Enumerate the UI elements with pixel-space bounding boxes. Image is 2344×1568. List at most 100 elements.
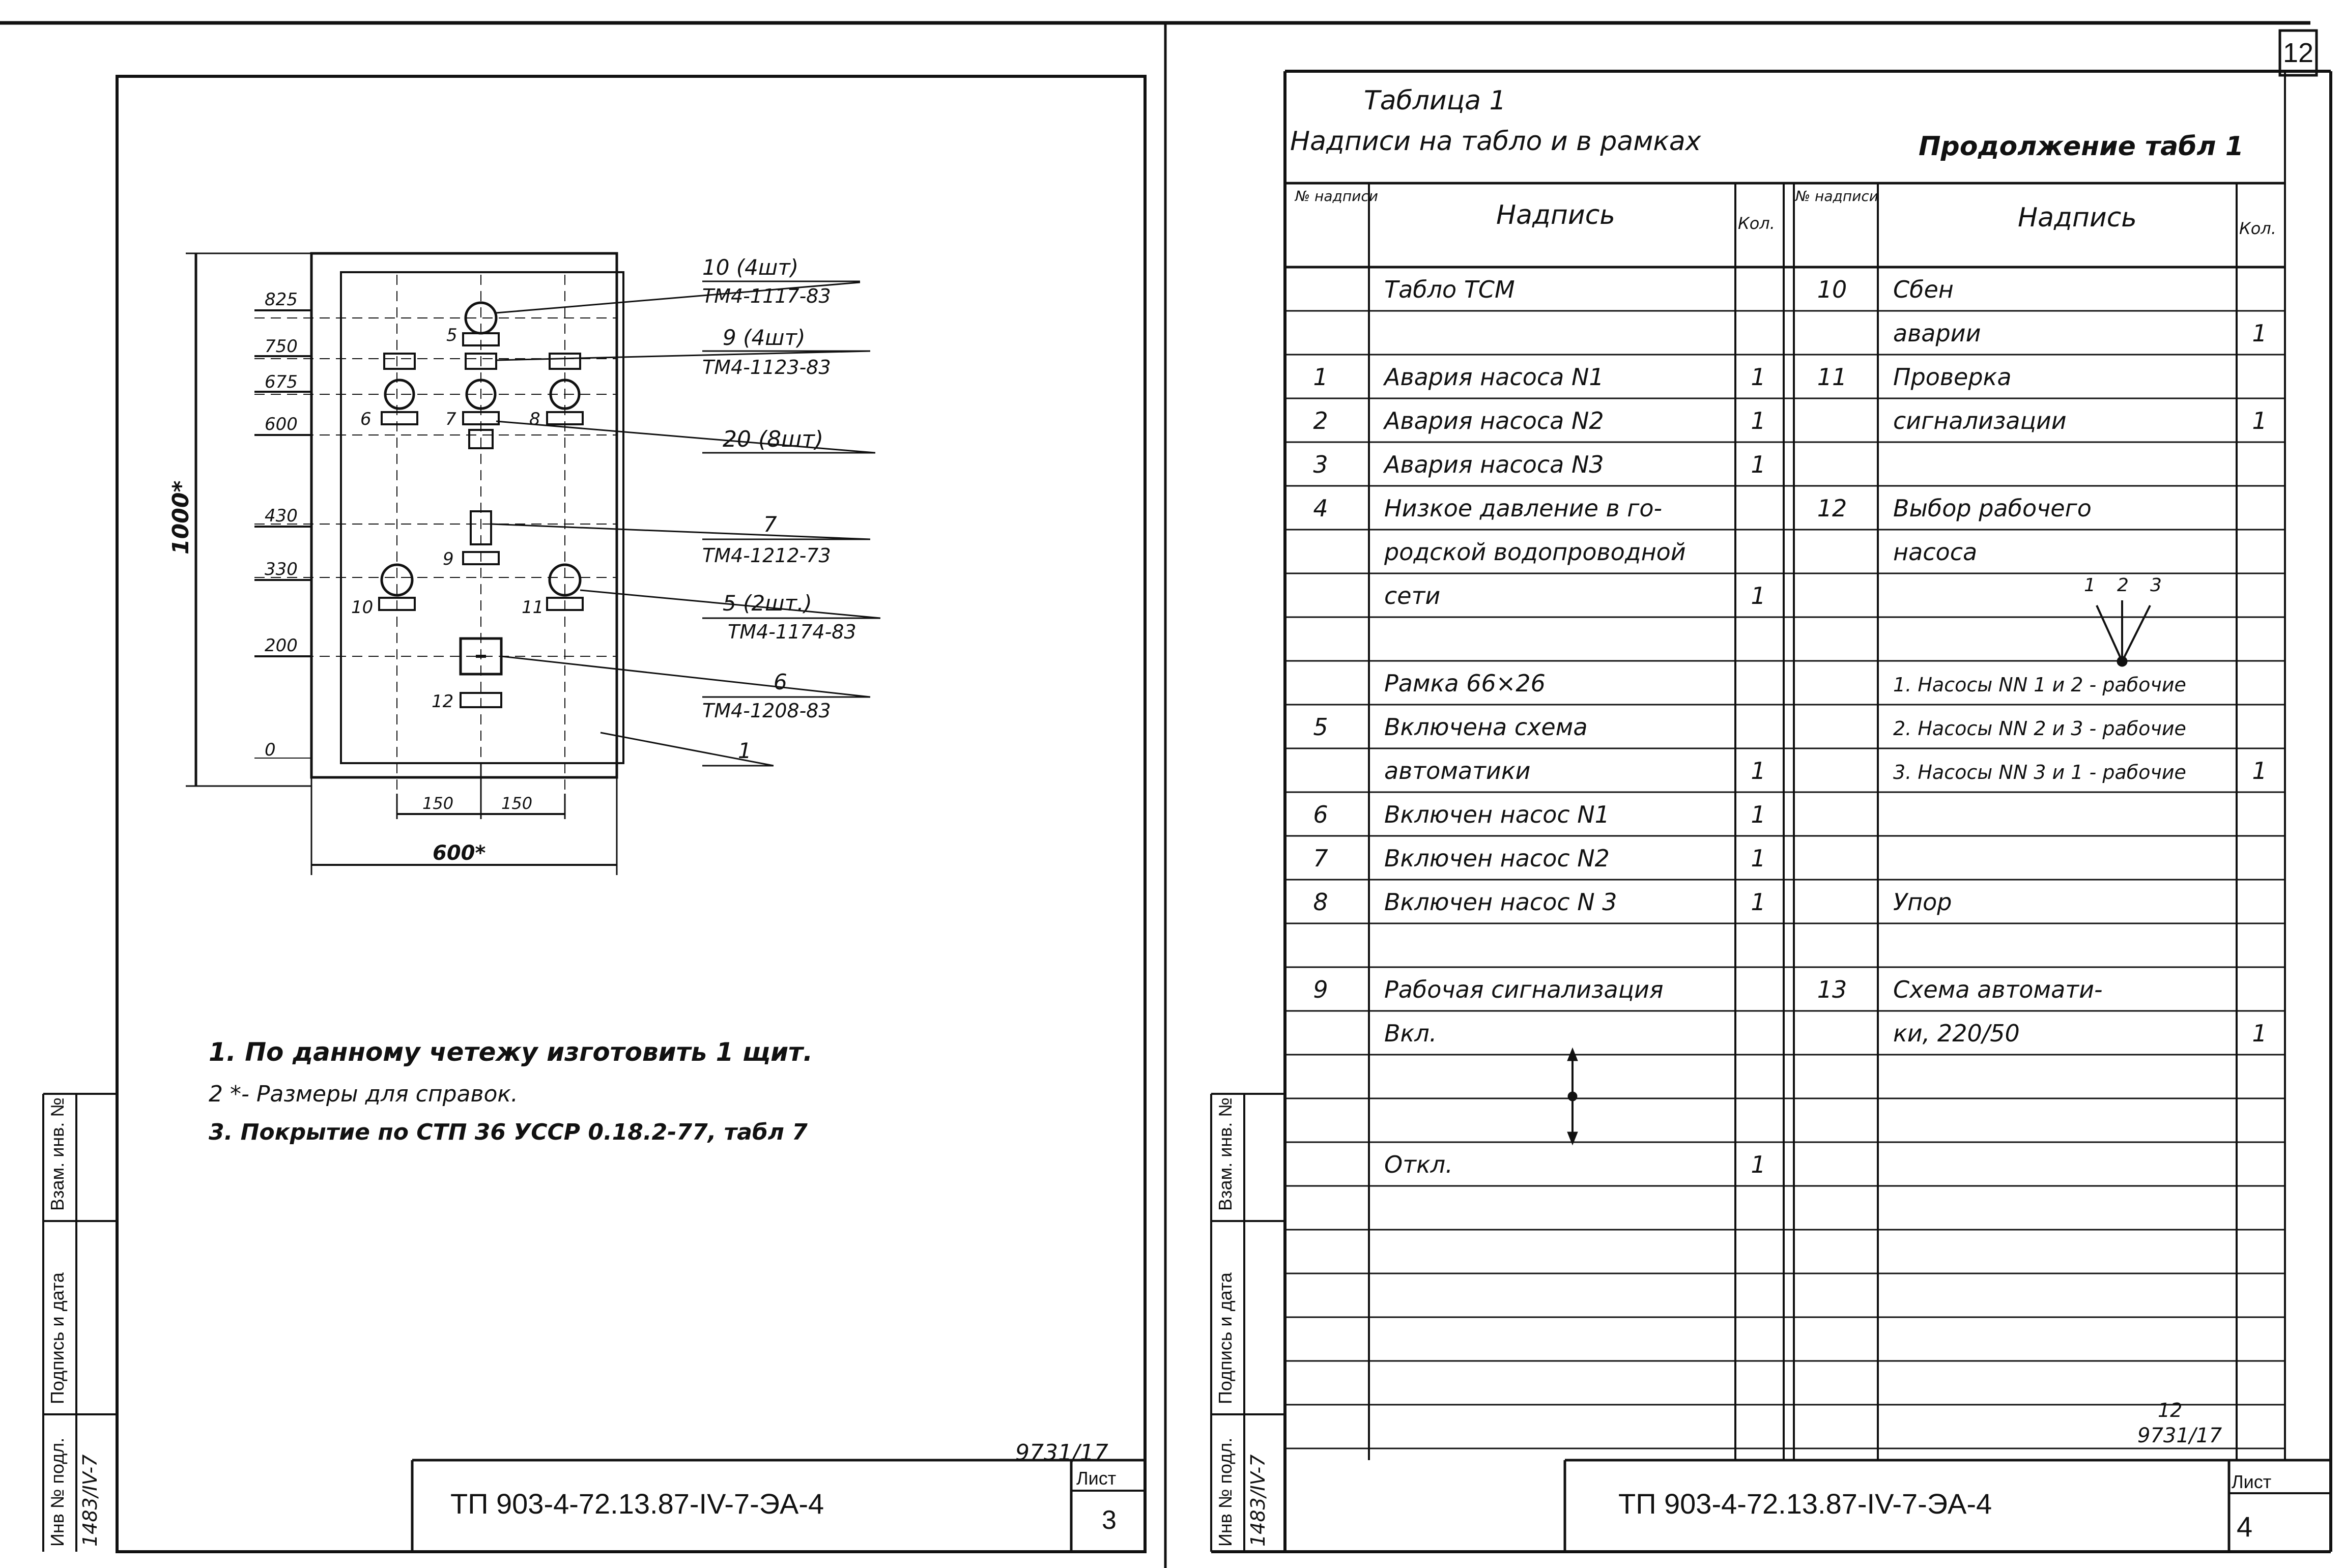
callout-bottom: ТМ4-1212-73: [702, 544, 831, 567]
level-label: 0: [265, 740, 276, 760]
sheet3-drawing-code: ТП 903-4-72.13.87-IV-7-ЭА-4: [450, 1488, 824, 1520]
table-continuation: Продолжение табл 1: [1919, 131, 2244, 162]
header-num-left: № надписи: [1294, 188, 1378, 205]
note-line: 2 *- Размеры для справок.: [209, 1081, 518, 1107]
row-quantity: 1: [1751, 451, 1765, 478]
level-label: 600: [265, 414, 298, 434]
sheet-3: Взам. инв. № Подпись и дата Инв № подл. …: [42, 75, 1147, 1553]
row-quantity: 1: [1751, 845, 1765, 872]
level-label: 200: [265, 635, 298, 656]
row-text: Авария насоса N2: [1383, 407, 1604, 434]
row-text: Авария насоса N3: [1383, 451, 1604, 478]
sheet4-archive-number: 9731/17: [2137, 1424, 2222, 1447]
width-dimension: 600*: [433, 841, 485, 865]
sheet4-title-block: 12 9731/17 ТП 903-4-72.13.87-IV-7-ЭА-4 Л…: [1563, 1399, 2331, 1552]
note-line: 3. Покрытие по СТП 36 УССР 0.18.2-77, та…: [209, 1119, 808, 1145]
selector-position: 2: [2117, 575, 2129, 596]
sheet4-side-stamp: Взам. инв. № Подпись и дата Инв № подл. …: [1210, 1093, 1285, 1552]
item-number: 6: [360, 409, 371, 429]
row-text: Включена схема: [1384, 713, 1588, 741]
item-number: 10: [351, 597, 373, 618]
row-text: Рамка 66×26: [1384, 670, 1546, 697]
selector-position: 1: [2084, 575, 2096, 596]
row-number: 11: [1817, 363, 1847, 391]
sheet3-sheet-number: 3: [1102, 1505, 1117, 1535]
row-text: 3. Насосы NN 3 и 1 - рабочие: [1893, 761, 2186, 783]
sheet3-side-stamp: Взам. инв. № Подпись и дата Инв № подл. …: [42, 1093, 117, 1552]
sheet3-inv-label: Инв № подл.: [47, 1438, 68, 1547]
item-number: 12: [432, 691, 453, 712]
row-number: 4: [1313, 495, 1328, 522]
sheet3-sign-label: Подпись и дата: [47, 1272, 68, 1404]
callout-top: 1: [738, 738, 752, 763]
header-text-left: Надпись: [1496, 200, 1615, 230]
row-quantity: 1: [2252, 1020, 2267, 1047]
panel-inner-outline: [340, 271, 624, 764]
sheet3-archive-number: 9731/17: [1015, 1440, 1108, 1466]
row-text: Авария насоса N1: [1383, 363, 1604, 391]
row-text: 2. Насосы NN 2 и 3 - рабочие: [1893, 717, 2186, 740]
row-number: 9: [1313, 976, 1328, 1003]
row-quantity: 1: [2252, 320, 2267, 347]
row-number: 3: [1313, 451, 1328, 478]
row-text: Включен насос N1: [1384, 801, 1610, 828]
table-caption: Надписи на табло и в рамках: [1290, 126, 1702, 157]
panel-drawing: [186, 252, 881, 875]
level-label: 675: [265, 372, 298, 392]
row-text: Включен насос N 3: [1384, 888, 1617, 916]
level-label: 750: [265, 336, 298, 357]
row-text: автоматики: [1384, 757, 1531, 785]
header-qty-left: Кол.: [1738, 214, 1775, 233]
row-text: насоса: [1893, 538, 1977, 566]
row-quantity: 1: [1751, 801, 1765, 828]
switch-arrow-sketch: [1567, 1047, 1578, 1146]
item-number: 8: [529, 409, 540, 429]
row-text: родской водопроводной: [1384, 538, 1686, 566]
row-quantity: 1: [1751, 582, 1765, 609]
level-labels: 825 750 675 600 430 330 200 0: [265, 289, 298, 760]
row-text: сети: [1384, 582, 1440, 609]
level-label: 430: [265, 506, 298, 526]
row-number: 12: [1817, 495, 1847, 522]
row-quantity: 1: [1751, 757, 1765, 785]
callout-bottom: ТМ4-1123-83: [702, 356, 831, 379]
row-text: Выбор рабочего: [1893, 495, 2092, 522]
item-number: 9: [443, 549, 454, 569]
note-line: 1. По данному четежу изготовить 1 щит.: [209, 1037, 813, 1067]
callout-top: 20 (8шт): [723, 426, 823, 452]
callout-top: 9 (4шт): [723, 325, 805, 350]
item-number: 7: [445, 409, 456, 429]
sheet3-title-block: 9731/17 ТП 903-4-72.13.87-IV-7-ЭА-4 Лист…: [411, 1440, 1145, 1552]
row-text: Упор: [1893, 888, 1952, 916]
row-quantity: 1: [2252, 407, 2267, 434]
callout-top: 7: [763, 512, 777, 537]
sheet4-drawing-code: ТП 903-4-72.13.87-IV-7-ЭА-4: [1618, 1488, 1992, 1520]
sheet4-inv-label: Инв № подл.: [1215, 1438, 1236, 1547]
sheet4-vzam-label: Взам. инв. №: [1215, 1097, 1236, 1211]
callout-top: 5 (2шт.): [723, 591, 812, 616]
row-text: аварии: [1893, 320, 1981, 347]
row-quantity: 1: [1751, 1151, 1765, 1178]
page-corner-number: 12: [2283, 38, 2313, 68]
row-number: 10: [1817, 276, 1847, 303]
header-text-right: Надпись: [2018, 202, 2137, 233]
row-text: Рабочая сигнализация: [1384, 976, 1664, 1003]
row-number: 1: [1313, 363, 1328, 391]
callout-bottom: ТМ4-1208-83: [702, 700, 831, 722]
item-number: 11: [522, 597, 544, 618]
panel-outline: [310, 252, 618, 779]
row-number: 5: [1313, 713, 1328, 741]
row-text: Включен насос N2: [1384, 845, 1610, 872]
sheet4-sheet-label: Лист: [2232, 1471, 2271, 1492]
row-text: Проверка: [1893, 363, 2012, 391]
callout-bottom: ТМ4-1117-83: [702, 285, 831, 307]
row-number: 6: [1313, 801, 1328, 828]
row-text: 1. Насосы NN 1 и 2 - рабочие: [1893, 674, 2186, 696]
row-text: сигнализации: [1893, 407, 2067, 434]
row-quantity: 1: [1751, 363, 1765, 391]
pump-selector-sketch: [2096, 600, 2151, 667]
row-text: Вкл.: [1384, 1020, 1437, 1047]
row-number: 2: [1313, 407, 1328, 434]
